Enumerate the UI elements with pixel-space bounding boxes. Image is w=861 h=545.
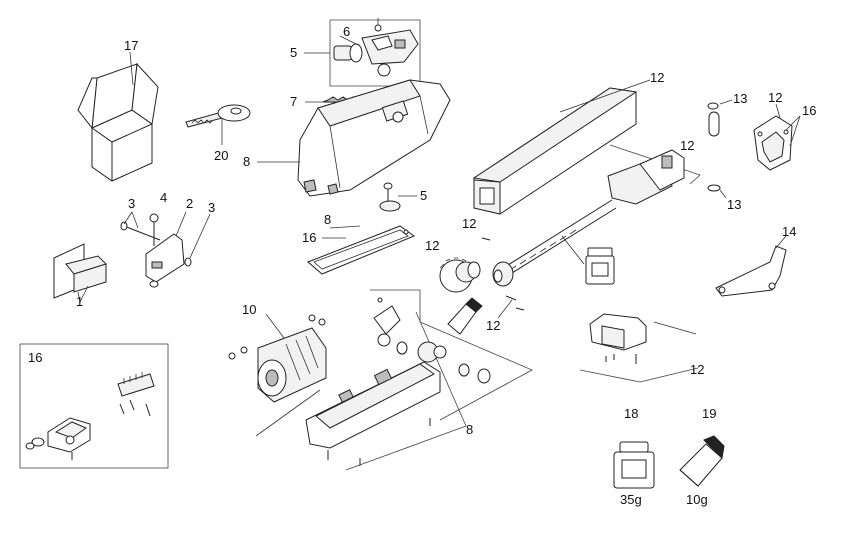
part-top-cover-8	[257, 79, 451, 197]
part-pin-3	[120, 211, 211, 288]
callout-14: 14	[782, 224, 796, 239]
callout-17: 17	[124, 38, 138, 53]
part-grease-jar-18	[613, 441, 655, 489]
part-fork-2	[145, 211, 187, 283]
part-base-housing-8	[305, 289, 533, 471]
part-rear-bracket-14	[715, 235, 787, 297]
callout-10: 10	[242, 302, 256, 317]
part-key-20	[185, 104, 251, 145]
callout-12-screws: 12	[486, 318, 500, 333]
callout-5-pin: 5	[420, 188, 427, 203]
callout-16-cap: 16	[802, 103, 816, 118]
part-junction-box-16	[19, 343, 169, 469]
callout-16-box: 16	[28, 350, 42, 365]
callout-4: 4	[160, 190, 167, 205]
callout-5-top: 5	[290, 45, 297, 60]
callout-6: 6	[343, 24, 350, 39]
part-gear-train	[373, 297, 491, 384]
callout-16-gasket: 16	[302, 230, 316, 245]
callout-20: 20	[214, 148, 228, 163]
callout-8-base: 8	[466, 422, 473, 437]
part-rod-13	[707, 99, 733, 199]
callout-12-clamp: 12	[690, 362, 704, 377]
part-pin-4	[149, 213, 159, 246]
callout-8-cover: 8	[243, 154, 250, 169]
part-grease-tube-19	[679, 435, 725, 487]
callout-labels: 17 20 5 6 7 8 5 8 16 3 4 2 3 1 12 13 12 …	[28, 24, 816, 507]
part-screws-12	[481, 237, 525, 319]
callout-3-left: 3	[128, 196, 135, 211]
part-grease-jar-small	[585, 247, 615, 285]
callout-19: 19	[702, 406, 716, 421]
callout-1: 1	[76, 294, 83, 309]
grease-jar-quantity: 35g	[620, 492, 642, 507]
part-grease-tube-small	[447, 297, 483, 335]
callout-12-screw: 12	[680, 138, 694, 153]
callout-7: 7	[290, 94, 297, 109]
callout-2: 2	[186, 196, 193, 211]
part-gasket-8	[307, 225, 416, 275]
callout-18: 18	[624, 406, 638, 421]
callout-12-screw-small: 12	[462, 216, 476, 231]
part-release-pin-5	[379, 182, 417, 212]
part-aluminium-profile-12	[472, 79, 651, 215]
part-clamp-12	[579, 313, 699, 383]
part-screw-assembly-12	[492, 144, 701, 287]
callout-8-gasket: 8	[324, 212, 331, 227]
callout-12-profile: 12	[650, 70, 664, 85]
callout-13-top: 13	[733, 91, 747, 106]
callout-3-right: 3	[208, 200, 215, 215]
callout-12-cap: 12	[768, 90, 782, 105]
part-gear-12	[439, 257, 481, 293]
callout-12-gear: 12	[425, 238, 439, 253]
grease-tube-quantity: 10g	[686, 492, 708, 507]
part-release-assembly-5	[304, 18, 421, 87]
callout-13-bottom: 13	[727, 197, 741, 212]
part-bracket-1	[53, 243, 107, 303]
part-box-17	[77, 51, 159, 182]
part-end-cap-16	[753, 103, 801, 171]
part-motor-10	[228, 313, 327, 437]
